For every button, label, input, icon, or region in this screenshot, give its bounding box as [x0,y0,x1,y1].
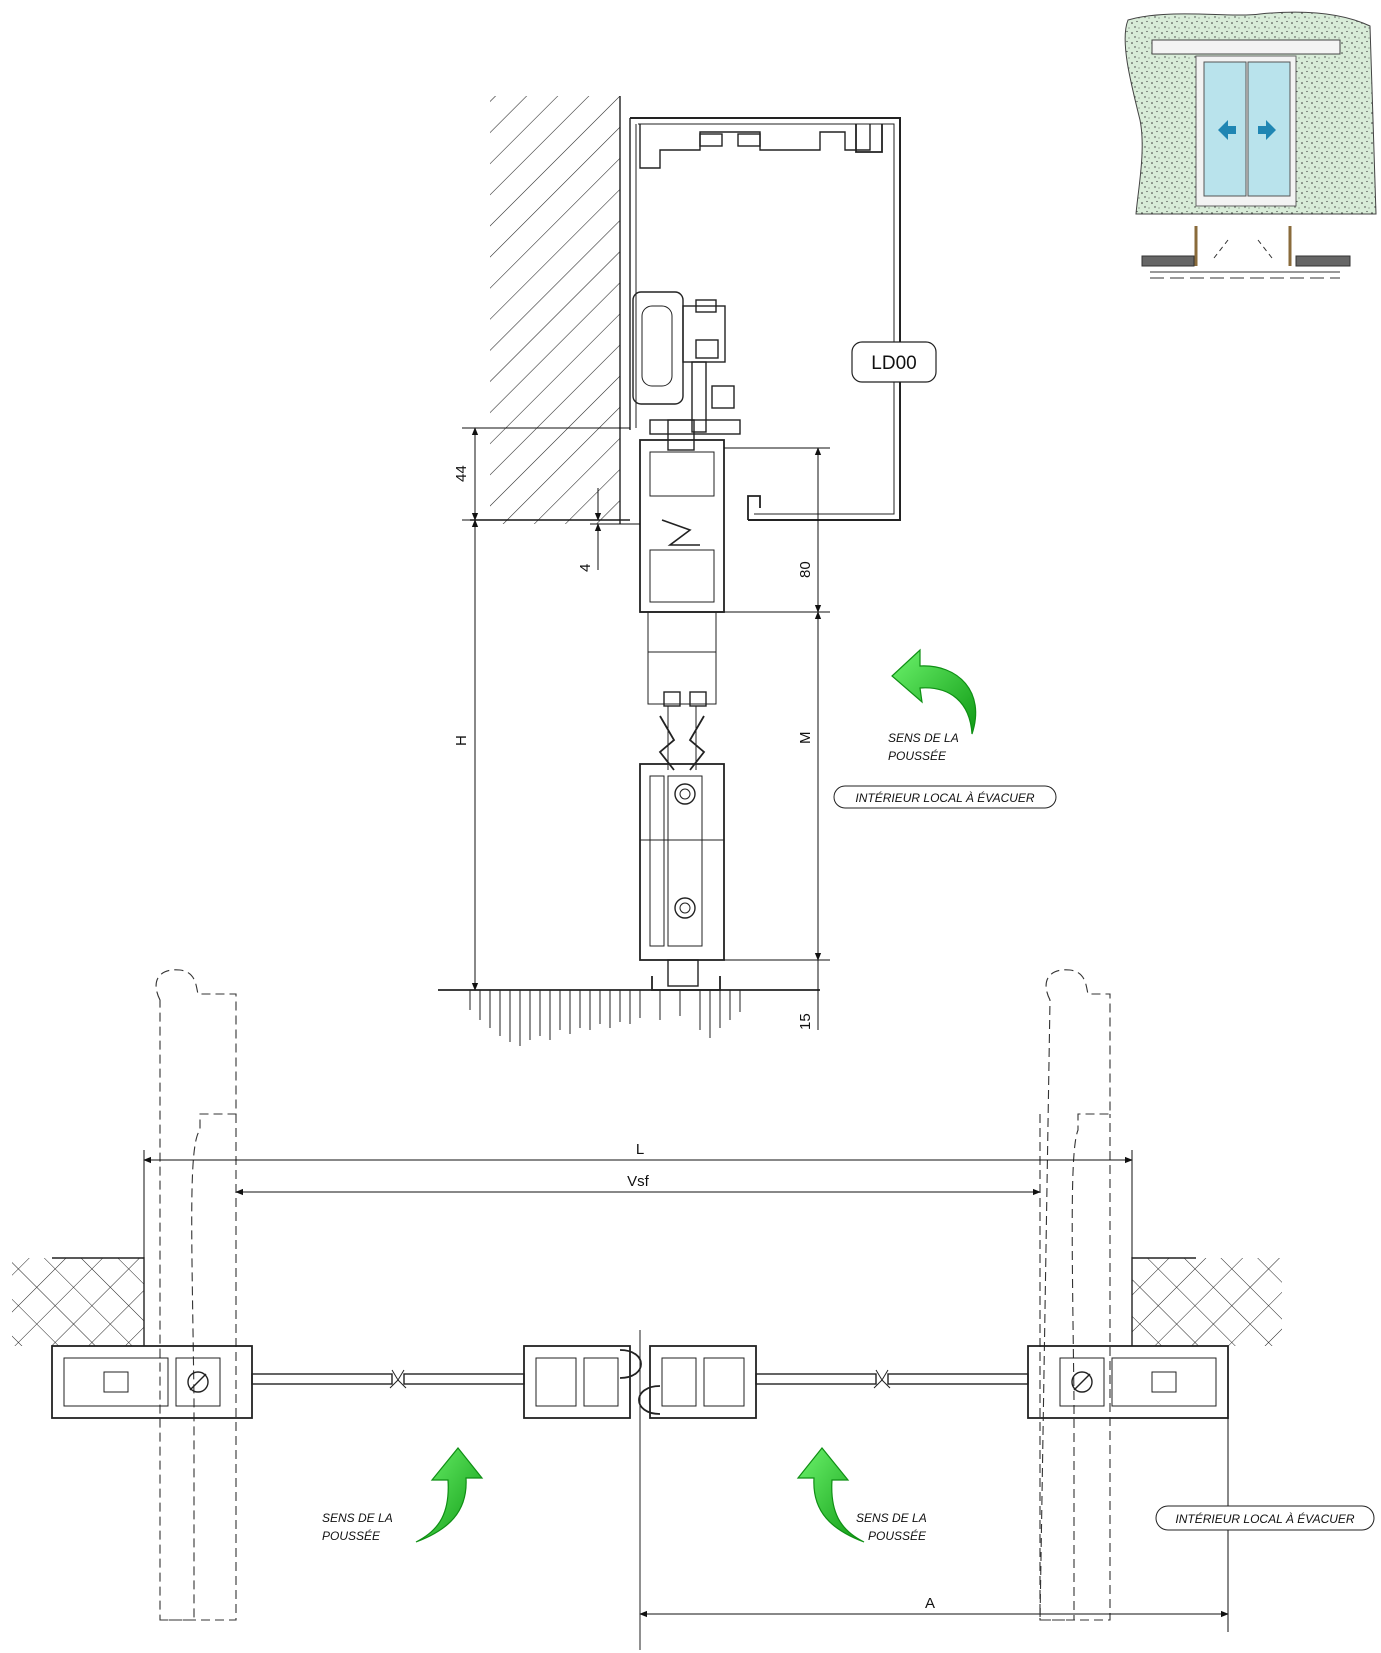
door-plan [51,1330,1229,1650]
glass-seal [658,706,706,771]
inset-illustration [1124,11,1377,279]
ld00-tag: LD00 [851,341,937,383]
dim-A: A [925,1595,935,1612]
push-note-left-line2: POUSSÉE [322,1528,381,1543]
push-arrow-top [891,648,977,735]
operator-housing [629,117,901,521]
dim-44: 44 [453,465,470,482]
dim-80: 80 [797,561,814,578]
vertical-dimensions [462,427,830,1030]
push-note-left-line1: SENS DE LA [322,1511,393,1525]
dim-M: M [797,732,814,745]
push-note-right-line1: SENS DE LA [856,1511,927,1525]
push-note-top-line2: POUSSÉE [888,748,947,763]
interior-label-bottom: INTÉRIEUR LOCAL À ÉVACUER [1155,1505,1375,1531]
roller-carriage [632,291,741,451]
push-arrow-bottom-left [415,1447,484,1543]
interior-label-top-text: INTÉRIEUR LOCAL À ÉVACUER [855,790,1034,805]
ld00-label: LD00 [871,353,916,374]
dim-Vsf: Vsf [627,1173,650,1190]
dim-15: 15 [797,1013,814,1030]
dim-L: L [636,1141,644,1158]
vertical-section [438,96,901,991]
floor-hatch [469,990,741,1046]
push-note-right-line2: POUSSÉE [868,1528,927,1543]
dim-H: H [453,735,470,746]
dashed-jambs [155,969,1111,1621]
door-bottom-profile [639,763,725,991]
interior-label-top: INTÉRIEUR LOCAL À ÉVACUER [833,785,1057,809]
push-arrow-bottom-right [796,1447,865,1543]
side-walls [12,1257,1282,1346]
hatched-wall [470,96,630,524]
door-top-profile [639,439,725,707]
horizontal-dimensions [143,1150,1229,1632]
push-note-top-line1: SENS DE LA [888,731,959,745]
dim-4: 4 [577,564,594,572]
interior-label-bottom-text: INTÉRIEUR LOCAL À ÉVACUER [1175,1511,1354,1526]
